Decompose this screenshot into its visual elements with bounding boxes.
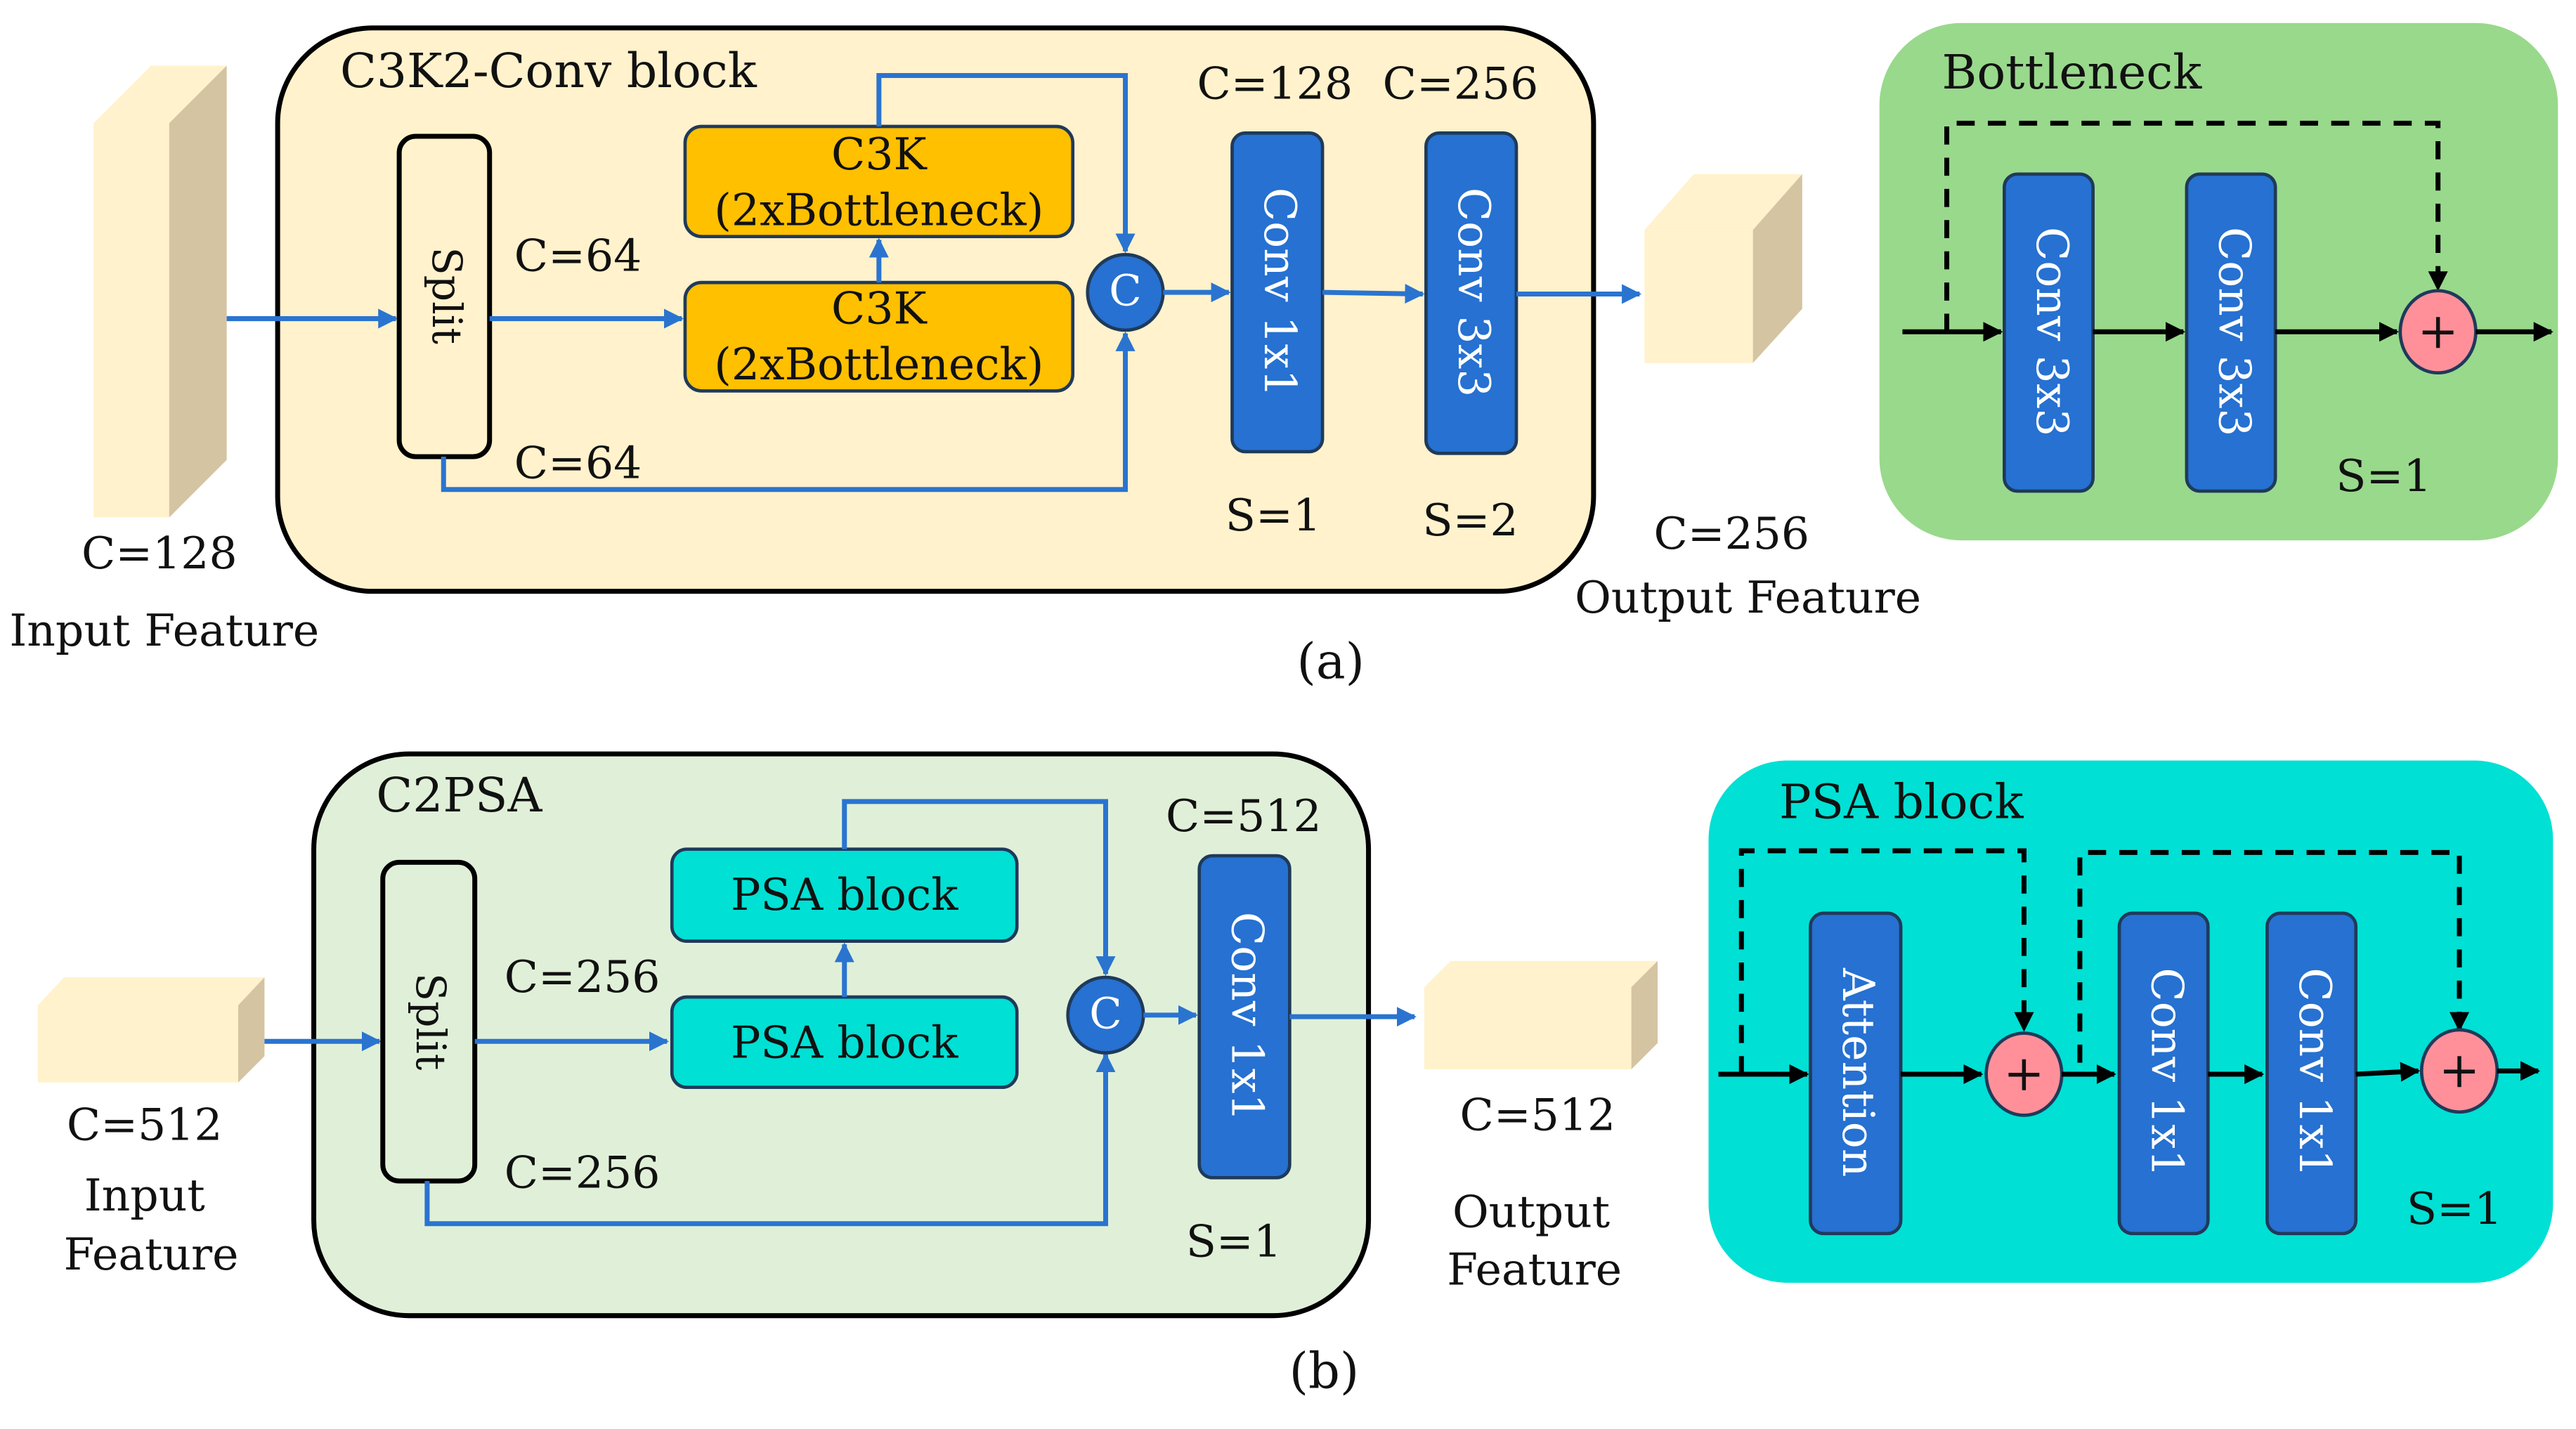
feature-side-face	[169, 65, 227, 518]
add-node-bottleneck: +	[2398, 289, 2478, 375]
conv-3x3-box-a: Conv 3x3	[1424, 131, 1518, 455]
bottleneck-title: Bottleneck	[1942, 44, 2203, 100]
flow-arrow	[2355, 1062, 2421, 1082]
branch-bottom-channels-a: C=64	[514, 436, 642, 488]
conv-1x1-box-b: Conv 1x1	[1197, 854, 1292, 1180]
add-icon: +	[2003, 1045, 2045, 1102]
output-label-b-line1: Output	[1452, 1185, 1610, 1237]
feature-front-face	[93, 123, 169, 518]
split-box-b: Split	[380, 859, 478, 1184]
concat-label-a: C	[1109, 267, 1142, 316]
conv1-label-a: Conv 1x1	[1254, 188, 1306, 398]
conv1-channels-a: C=128	[1197, 57, 1353, 109]
add-node-psa-1: +	[1984, 1031, 2064, 1117]
psa-stride: S=1	[2407, 1182, 2502, 1234]
c2psa-block-title: C2PSA	[376, 767, 542, 823]
bottleneck-conv1-label: Conv 3x3	[2027, 227, 2079, 437]
flow-arrow	[1322, 284, 1425, 304]
concat-node-a: C	[1086, 253, 1165, 332]
split-label-a: Split	[423, 247, 471, 345]
output-label-a: Output Feature	[1575, 571, 1921, 623]
branch-top-channels-b: C=256	[505, 951, 661, 1003]
conv-channels-b: C=512	[1166, 790, 1322, 842]
bottleneck-conv2-label: Conv 3x3	[2209, 227, 2261, 437]
add-node-psa-2: +	[2419, 1028, 2499, 1114]
residual-dashed-line	[2077, 849, 2470, 1063]
c3k-top-line2: (2xBottleneck)	[714, 183, 1043, 235]
branch-top-channels-a: C=64	[514, 230, 642, 282]
add-icon: +	[2439, 1042, 2480, 1100]
conv-1x1-box-a: Conv 1x1	[1230, 131, 1325, 454]
conv2-stride-a: S=2	[1422, 494, 1518, 546]
add-icon: +	[2417, 302, 2459, 360]
psa-conv2-label: Conv 1x1	[2289, 967, 2341, 1177]
c3k-box-top: C3K (2xBottleneck)	[683, 124, 1075, 238]
input-feature-a: C=128 Input Feature	[9, 65, 319, 656]
residual-dashed-line	[1944, 120, 2448, 332]
attention-label: Attention	[1833, 967, 1885, 1177]
flow-arrow	[441, 331, 1136, 492]
c3k-bottom-line2: (2xBottleneck)	[714, 338, 1043, 390]
input-label-b-line2: Feature	[64, 1228, 239, 1280]
feature-top-face	[93, 65, 227, 124]
caption-a: (a)	[1297, 633, 1365, 691]
input-channels-b: C=512	[67, 1099, 223, 1151]
psa-top-label: PSA block	[731, 868, 958, 920]
output-feature-b	[1424, 960, 1658, 1069]
split-box-a: Split	[396, 133, 493, 459]
conv2-channels-a: C=256	[1383, 57, 1539, 109]
concat-label-b: C	[1089, 989, 1122, 1038]
psa-box-top: PSA block	[670, 847, 1019, 943]
flow-arrow	[842, 799, 1116, 977]
conv2-label-a: Conv 3x3	[1448, 188, 1500, 398]
output-channels-a: C=256	[1653, 507, 1809, 559]
caption-b: (b)	[1289, 1343, 1360, 1400]
psa-block-panel: PSA block Attention + Conv 1x1 Conv 1x1 …	[1708, 760, 2554, 1283]
input-label-a: Input Feature	[9, 604, 319, 656]
psa-block-title: PSA block	[1779, 774, 2024, 829]
output-label-b-line2: Feature	[1447, 1243, 1622, 1295]
psa-bottom-label: PSA block	[731, 1017, 958, 1069]
panel-a: C=128 Input Feature C3K2-Conv block Spli…	[9, 22, 2558, 691]
psa-conv1-label: Conv 1x1	[2142, 967, 2194, 1177]
conv-stride-b: S=1	[1186, 1215, 1282, 1267]
panel-b: C=512 Input Feature C2PSA Split C=256 C=…	[37, 751, 2554, 1400]
psa-box-bottom: PSA block	[670, 995, 1019, 1090]
c3k-top-line1: C3K	[831, 128, 928, 180]
flow-arrow	[876, 73, 1136, 254]
bottleneck-panel: Bottleneck Conv 3x3 Conv 3x3 + S=1	[1879, 22, 2558, 541]
input-label-b-line1: Input	[84, 1169, 205, 1221]
input-channels-a: C=128	[82, 527, 238, 579]
branch-bottom-channels-b: C=256	[505, 1146, 661, 1198]
split-label-b: Split	[407, 973, 455, 1071]
conv-label-b: Conv 1x1	[1221, 912, 1273, 1122]
output-feature-a	[1644, 174, 1802, 363]
input-feature-b: C=512 Input Feature	[37, 977, 265, 1280]
output-channels-b: C=512	[1460, 1088, 1616, 1140]
concat-node-b: C	[1066, 975, 1145, 1055]
conv1-stride-a: S=1	[1225, 489, 1321, 541]
c3k2-block-title: C3K2-Conv block	[340, 43, 757, 98]
c3k-bottom-line1: C3K	[831, 282, 928, 334]
bottleneck-stride: S=1	[2336, 450, 2431, 502]
c3k-box-bottom: C3K (2xBottleneck)	[683, 280, 1075, 393]
flow-arrow	[424, 1052, 1116, 1227]
residual-dashed-line	[1738, 848, 2034, 1075]
